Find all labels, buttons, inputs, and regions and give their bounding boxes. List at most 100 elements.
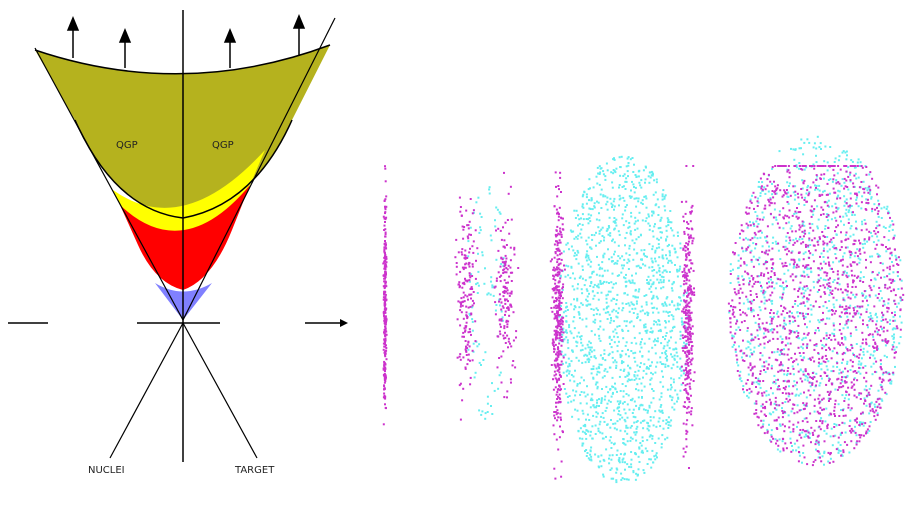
magenta-particle <box>817 243 820 246</box>
magenta-particle <box>385 243 387 246</box>
cyan-particle <box>764 262 767 265</box>
cyan-particle <box>853 377 856 380</box>
magenta-particle <box>754 233 757 236</box>
cyan-particle <box>576 383 579 385</box>
magenta-particle <box>383 381 386 384</box>
magenta-particle <box>874 370 877 373</box>
cyan-particle <box>881 328 884 331</box>
cyan-particle <box>619 429 622 432</box>
cyan-particle <box>738 236 741 239</box>
cyan-particle <box>847 326 849 329</box>
cyan-particle <box>593 206 596 209</box>
cyan-particle <box>684 343 687 346</box>
magenta-particle <box>561 291 563 294</box>
cyan-particle <box>650 257 653 260</box>
magenta-particle <box>787 169 790 172</box>
magenta-particle <box>808 293 811 296</box>
cyan-particle <box>664 338 666 341</box>
cyan-particle <box>572 320 575 323</box>
magenta-particle <box>878 286 881 289</box>
magenta-particle <box>798 352 801 354</box>
cyan-particle <box>619 401 622 404</box>
magenta-particle <box>862 323 864 326</box>
magenta-particle <box>733 315 736 318</box>
cyan-particle <box>603 280 606 283</box>
magenta-particle <box>869 171 872 174</box>
magenta-particle <box>845 238 848 241</box>
magenta-particle <box>847 318 850 321</box>
magenta-particle <box>383 277 386 280</box>
cyan-particle <box>768 245 770 248</box>
magenta-particle <box>836 362 839 365</box>
cyan-particle <box>484 267 486 270</box>
cyan-particle <box>764 192 767 195</box>
magenta-particle <box>462 291 465 294</box>
cyan-particle <box>667 219 670 221</box>
magenta-particle <box>684 451 687 454</box>
magenta-particle <box>503 171 505 174</box>
magenta-particle <box>827 285 830 288</box>
magenta-particle <box>866 428 869 431</box>
cyan-particle <box>764 371 767 374</box>
cyan-particle <box>649 383 652 386</box>
cyan-particle <box>659 231 662 234</box>
cyan-particle <box>746 329 749 332</box>
magenta-particle <box>688 326 691 329</box>
magenta-particle <box>558 299 561 302</box>
cyan-particle <box>577 283 579 286</box>
cyan-particle <box>783 316 786 319</box>
cyan-particle <box>626 426 629 429</box>
magenta-particle <box>815 186 817 189</box>
cyan-particle <box>683 341 685 344</box>
cyan-particle <box>884 227 887 229</box>
magenta-particle <box>798 287 801 290</box>
magenta-particle <box>780 348 783 351</box>
cyan-particle <box>664 356 667 359</box>
magenta-particle <box>561 223 564 226</box>
magenta-particle <box>731 337 734 340</box>
cyan-particle <box>606 200 609 203</box>
cyan-particle <box>828 192 831 195</box>
cyan-particle <box>891 220 894 223</box>
cyan-particle <box>606 306 608 309</box>
magenta-particle <box>684 362 687 365</box>
magenta-particle <box>841 258 844 261</box>
cyan-particle <box>589 187 591 190</box>
magenta-particle <box>871 333 874 336</box>
magenta-particle <box>742 388 744 391</box>
cyan-particle <box>583 379 585 382</box>
magenta-particle <box>686 312 689 315</box>
magenta-particle <box>799 165 802 167</box>
magenta-particle <box>383 308 386 311</box>
cyan-particle <box>654 338 656 341</box>
cyan-particle <box>615 332 618 335</box>
magenta-particle <box>755 243 758 245</box>
cyan-particle <box>600 454 603 457</box>
cyan-particle <box>889 319 892 322</box>
cyan-particle <box>746 298 749 301</box>
cyan-particle <box>574 252 577 255</box>
cyan-particle <box>899 336 902 338</box>
magenta-particle <box>560 322 563 325</box>
cyan-particle <box>786 372 789 375</box>
magenta-particle <box>856 255 859 258</box>
cyan-particle <box>887 239 890 242</box>
magenta-particle <box>788 209 791 212</box>
magenta-particle <box>834 338 837 341</box>
magenta-particle <box>754 336 757 339</box>
cyan-particle <box>631 274 633 277</box>
cyan-particle <box>577 418 580 421</box>
magenta-particle <box>878 403 881 406</box>
magenta-particle <box>887 307 890 310</box>
magenta-particle <box>806 463 809 466</box>
magenta-particle <box>825 343 828 346</box>
magenta-particle <box>683 327 686 330</box>
cyan-particle <box>671 300 674 303</box>
magenta-particle <box>747 366 750 369</box>
cyan-particle <box>614 261 617 264</box>
cyan-particle <box>662 427 665 430</box>
cyan-particle <box>581 444 584 447</box>
magenta-particle <box>384 207 387 209</box>
magenta-particle <box>826 427 829 430</box>
cyan-particle <box>650 327 653 330</box>
